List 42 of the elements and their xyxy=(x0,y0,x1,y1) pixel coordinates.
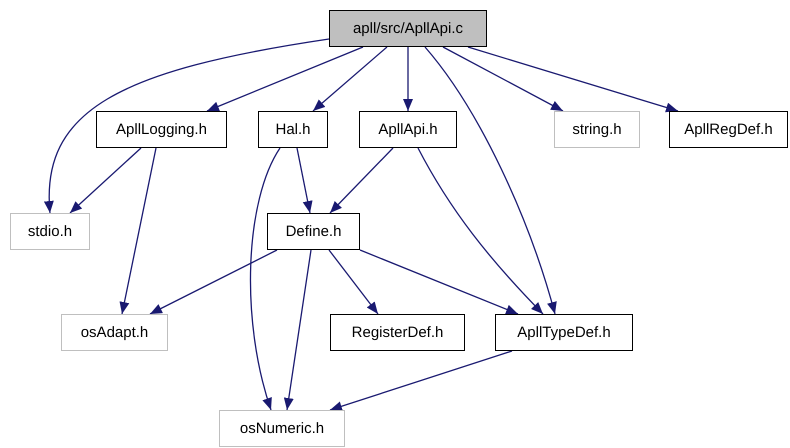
file-name: osNumeric.h xyxy=(240,420,324,437)
arrow xyxy=(468,46,678,112)
arrow xyxy=(150,249,278,315)
arrow xyxy=(312,46,388,112)
file-box xyxy=(669,111,788,148)
file-box xyxy=(258,111,328,148)
arrow xyxy=(250,148,281,410)
file-name: ApllRegDef.h xyxy=(684,121,773,138)
arrow xyxy=(424,46,557,314)
file-box xyxy=(219,410,345,447)
file-box xyxy=(495,314,633,351)
file-box xyxy=(267,213,360,250)
file-box xyxy=(554,111,640,148)
file-name: RegisterDef.h xyxy=(352,324,444,341)
file-name: stdio.h xyxy=(28,223,72,240)
arrow xyxy=(442,46,564,112)
arrow xyxy=(403,47,413,111)
file-name: ApllLogging.h xyxy=(116,121,207,138)
file-box xyxy=(96,111,227,148)
arrow xyxy=(360,249,518,315)
arrow xyxy=(330,350,512,412)
file-name: Define.h xyxy=(286,223,342,240)
file-name: string.h xyxy=(572,121,622,138)
arrow xyxy=(206,46,364,112)
file-name: osAdapt.h xyxy=(80,324,148,341)
file-box xyxy=(10,213,90,250)
arrow xyxy=(330,148,394,214)
file-name: ApllTypeDef.h xyxy=(517,324,611,341)
arrow xyxy=(120,148,157,314)
arrow xyxy=(417,148,544,314)
file-box xyxy=(329,10,487,47)
file-name: Hal.h xyxy=(275,121,311,138)
arrow xyxy=(296,148,313,214)
file-box xyxy=(330,314,465,351)
file-box xyxy=(61,314,168,351)
arrow xyxy=(328,250,379,314)
arrow xyxy=(70,148,142,214)
file-name: apll/src/ApllApi.c xyxy=(352,20,464,37)
file-box xyxy=(359,111,457,148)
file-name: ApllApi.h xyxy=(378,121,438,138)
arrow xyxy=(284,250,312,410)
arrow xyxy=(44,38,330,214)
